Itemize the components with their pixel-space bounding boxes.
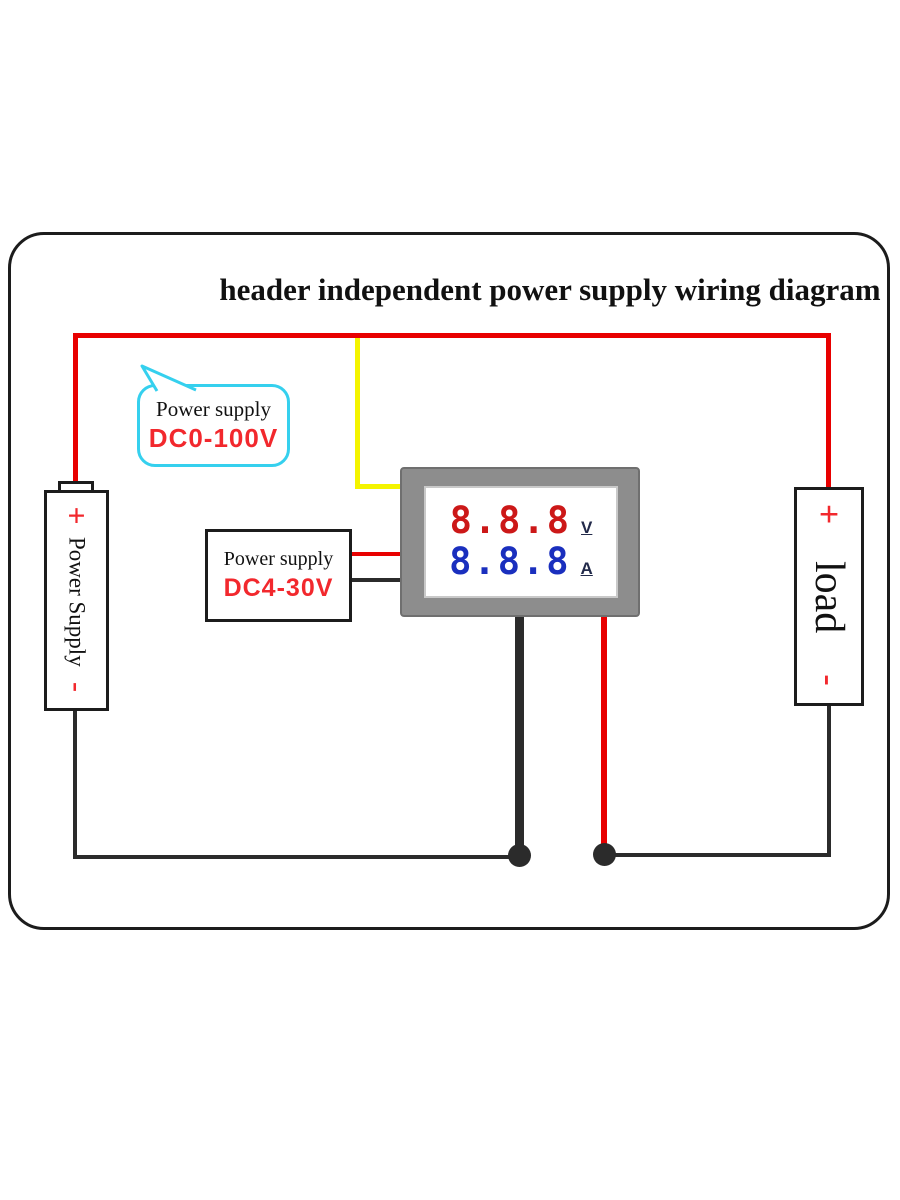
wire-load-negative-horizontal	[605, 853, 831, 857]
wire-yellow-vertical	[355, 338, 360, 489]
load-box: + load -	[794, 487, 864, 706]
diagram-title: header independent power supply wiring d…	[219, 272, 881, 307]
callout-bubble: Power supply DC0-100V	[137, 384, 290, 467]
callout-line2: DC0-100V	[148, 422, 279, 453]
load-plus: +	[818, 494, 840, 534]
wire-sense-red	[346, 552, 404, 556]
load-minus: -	[810, 674, 848, 686]
wire-positive-left-drop	[73, 333, 78, 485]
callout-line1: Power supply	[156, 396, 271, 421]
sense-supply-box: Power supply DC4-30V	[205, 529, 352, 622]
volt-readout: 8.8.8	[449, 499, 572, 543]
wire-meter-black-thick	[515, 615, 524, 857]
wire-positive-right-drop	[826, 333, 831, 489]
power-supply-label: Power Supply	[64, 536, 90, 667]
meter-display: 8.8.8 V 8.8.8 A	[424, 486, 618, 598]
sense-box-line2: DC4-30V	[223, 574, 334, 603]
callout-tail	[140, 364, 197, 392]
power-supply-plus: +	[67, 497, 86, 533]
sense-box-line1: Power supply	[223, 548, 334, 571]
load-label: load	[806, 561, 852, 634]
wire-yellow-horizontal	[355, 484, 405, 489]
wire-supply-negative-horizontal	[73, 855, 521, 859]
junction-dot-right	[593, 843, 616, 866]
amp-row: 8.8.8 A	[426, 540, 616, 583]
wire-meter-red	[601, 615, 607, 857]
volt-row: 8.8.8 V	[426, 499, 616, 543]
amp-unit-label: A	[580, 559, 593, 578]
amp-readout: 8.8.8	[449, 540, 571, 583]
volt-unit-label: V	[581, 518, 593, 538]
power-supply-box: + Power Supply -	[44, 490, 109, 711]
volt-amp-meter: 8.8.8 V 8.8.8 A	[400, 467, 640, 617]
power-supply-minus: -	[60, 682, 94, 692]
wire-positive-top	[73, 333, 831, 338]
wire-supply-negative-vertical	[73, 711, 77, 859]
junction-dot-left	[508, 844, 531, 867]
wire-load-negative-vertical	[827, 706, 831, 857]
wire-sense-black	[346, 578, 404, 582]
